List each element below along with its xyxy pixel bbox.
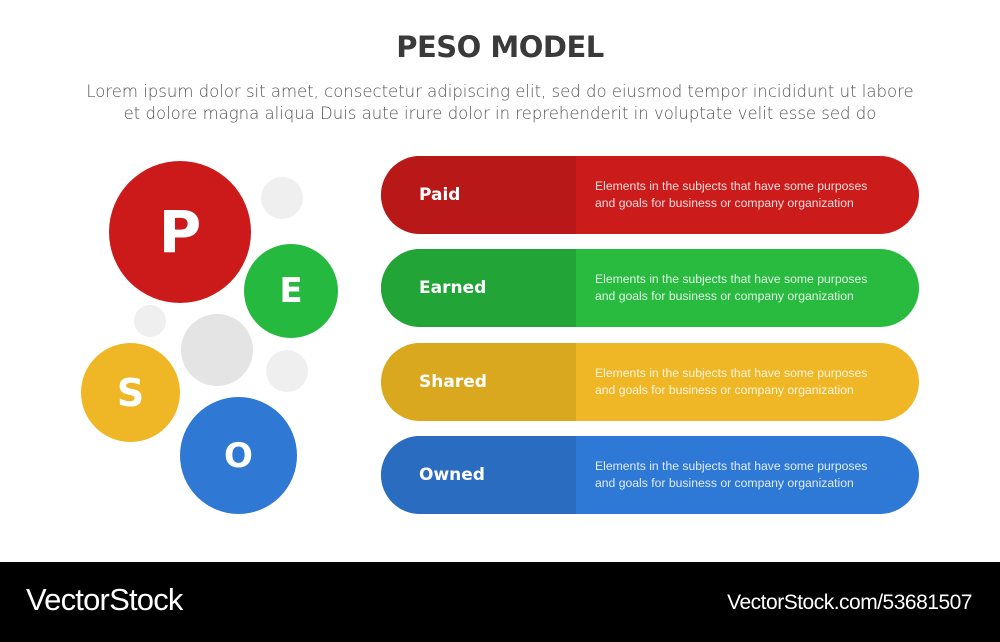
row-owned: Owned Elements in the subjects that have… <box>381 436 919 514</box>
circle-s: S <box>81 343 180 442</box>
image-url: VectorStock.com/53681507 <box>727 591 972 614</box>
letter-p: P <box>158 198 202 266</box>
brand-logo: VectorStock <box>26 582 183 617</box>
circle-p: P <box>109 161 251 303</box>
row-description: Elements in the subjects that have some … <box>576 249 919 327</box>
desc-line: Elements in the subjects that have some … <box>595 179 868 193</box>
row-label: Paid <box>381 156 576 234</box>
desc-line: and goals for business or company organi… <box>595 383 854 397</box>
row-description: Elements in the subjects that have some … <box>576 156 919 234</box>
row-label: Owned <box>381 436 576 514</box>
subtitle-line-2: et dolore magna aliqua Duis aute irure d… <box>123 104 877 123</box>
desc-line: and goals for business or company organi… <box>595 289 854 303</box>
letter-s: S <box>116 370 145 415</box>
row-label: Shared <box>381 343 576 421</box>
decorative-circle <box>266 350 308 392</box>
row-earned: Earned Elements in the subjects that hav… <box>381 249 919 327</box>
row-shared: Shared Elements in the subjects that hav… <box>381 343 919 421</box>
subtitle-line-1: Lorem ipsum dolor sit amet, consectetur … <box>86 82 914 101</box>
watermark-footer: VectorStock VectorStock.com/53681507 <box>0 562 1000 642</box>
letter-o: O <box>224 435 253 476</box>
desc-line: and goals for business or company organi… <box>595 196 854 210</box>
letter-e: E <box>279 271 303 311</box>
row-paid: Paid Elements in the subjects that have … <box>381 156 919 234</box>
page-title: PESO MODEL <box>396 30 604 64</box>
circle-o: O <box>180 397 297 514</box>
row-description: Elements in the subjects that have some … <box>576 343 919 421</box>
decorative-circle <box>134 305 166 337</box>
subtitle: Lorem ipsum dolor sit amet, consectetur … <box>0 81 1000 125</box>
desc-line: and goals for business or company organi… <box>595 476 854 490</box>
decorative-circle <box>261 177 303 219</box>
row-description: Elements in the subjects that have some … <box>576 436 919 514</box>
desc-line: Elements in the subjects that have some … <box>595 272 868 286</box>
circle-e: E <box>244 244 338 338</box>
row-label: Earned <box>381 249 576 327</box>
desc-line: Elements in the subjects that have some … <box>595 459 868 473</box>
decorative-circle <box>181 314 253 386</box>
desc-line: Elements in the subjects that have some … <box>595 366 868 380</box>
